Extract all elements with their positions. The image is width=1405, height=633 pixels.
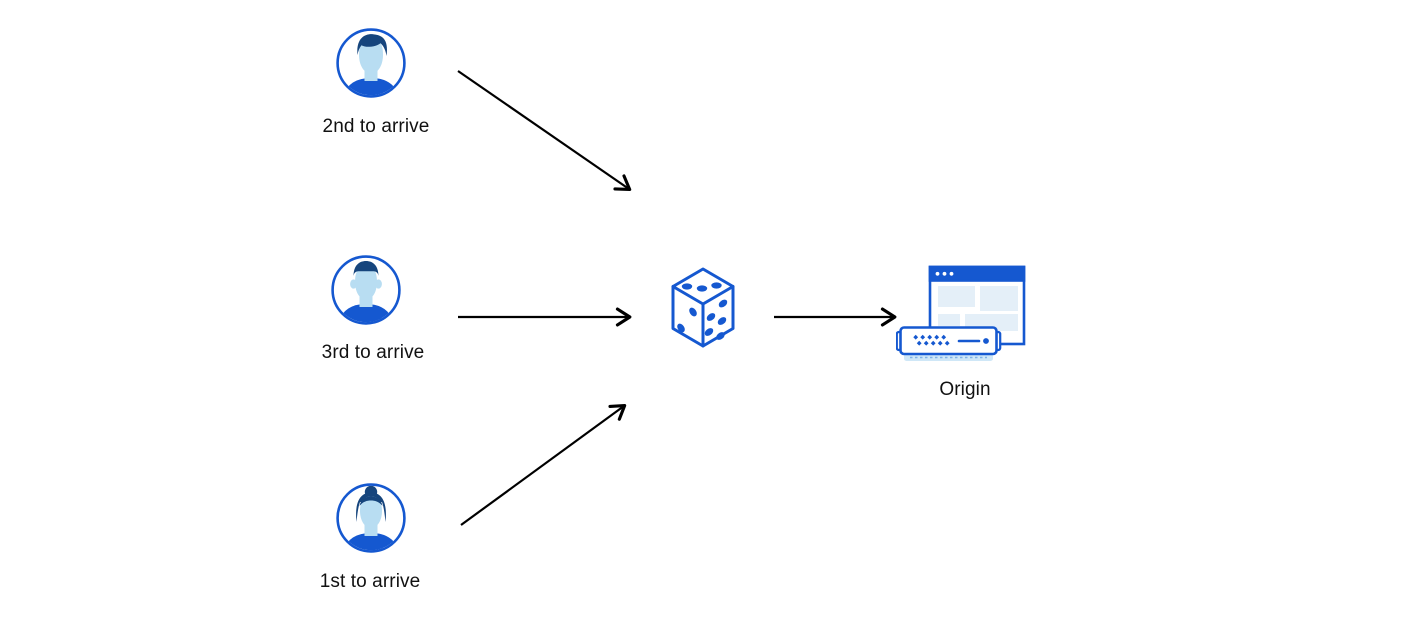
node-random-dice xyxy=(669,266,737,355)
node-label-origin: Origin xyxy=(939,379,991,400)
user-avatar-icon xyxy=(336,483,406,553)
arrow-visitor-1st-to-dice xyxy=(460,403,627,526)
node-label-visitor-3rd: 3rd to arrive xyxy=(321,342,425,363)
node-label-visitor-2nd: 2nd to arrive xyxy=(322,116,430,137)
node-label-visitor-1st: 1st to arrive xyxy=(319,571,421,592)
arrow-visitor-2nd-to-dice xyxy=(457,70,632,192)
dice-icon xyxy=(671,267,735,348)
server-icon xyxy=(895,326,1002,361)
user-avatar-icon xyxy=(336,28,406,98)
node-visitor-1st xyxy=(335,482,407,559)
node-origin xyxy=(895,264,1026,369)
origin-server-icon xyxy=(895,265,1026,361)
node-visitor-2nd xyxy=(335,27,407,104)
user-avatar-icon xyxy=(331,255,401,325)
node-visitor-3rd xyxy=(330,254,402,331)
